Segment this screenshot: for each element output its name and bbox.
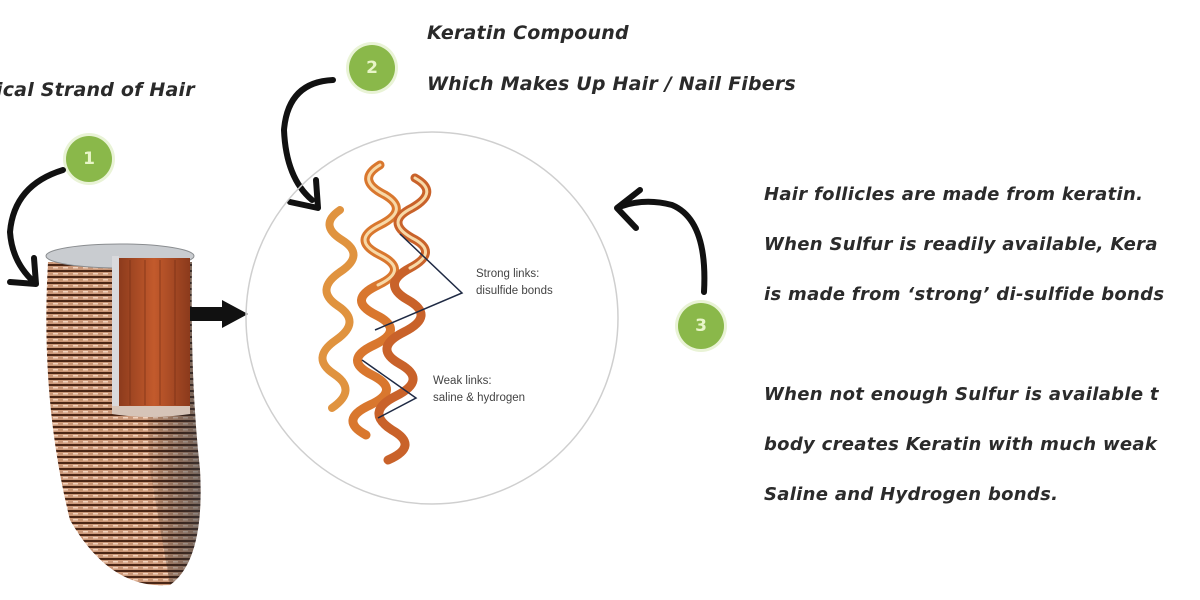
strong-links-line1: Strong links: xyxy=(476,268,540,280)
weak-links-line1: Weak links: xyxy=(433,375,492,387)
curved-arrow-1-icon xyxy=(6,167,66,285)
strong-links-line2: disulfide bonds xyxy=(476,285,553,297)
keratin-title-line2: Which Makes Up Hair / Nail Fibers xyxy=(427,73,796,95)
step-badge-1: 1 xyxy=(66,136,112,182)
weak-links-line2: saline & hydrogen xyxy=(433,392,526,404)
keratin-title-line1: Keratin Compound xyxy=(427,22,629,44)
explanation-line-1: Hair follicles are made from keratin. xyxy=(764,184,1144,205)
weak-links-label: Weak links: saline & hydrogen xyxy=(433,373,525,407)
explanation-line-2: When Sulfur is readily available, Kera xyxy=(764,234,1158,255)
step-badge-3: 3 xyxy=(678,303,724,349)
curved-arrow-3-icon xyxy=(619,198,708,295)
explanation-line-5: body creates Keratin with much weak xyxy=(764,434,1158,455)
curved-arrow-2-icon xyxy=(280,77,336,203)
explanation-line-3: is made from ‘strong’ di-sulfide bonds xyxy=(764,284,1165,305)
hair-strand-illustration xyxy=(45,243,201,586)
keratin-helix-illustration xyxy=(318,160,432,465)
hair-strand-title: ical Strand of Hair xyxy=(0,79,195,101)
step-badge-2: 2 xyxy=(349,45,395,91)
explanation-line-4: When not enough Sulfur is available t xyxy=(764,384,1159,405)
explanation-line-6: Saline and Hydrogen bonds. xyxy=(764,484,1059,505)
arrow-right-icon xyxy=(190,300,248,328)
keratin-circle xyxy=(245,131,619,505)
strong-links-label: Strong links: disulfide bonds xyxy=(476,266,553,300)
